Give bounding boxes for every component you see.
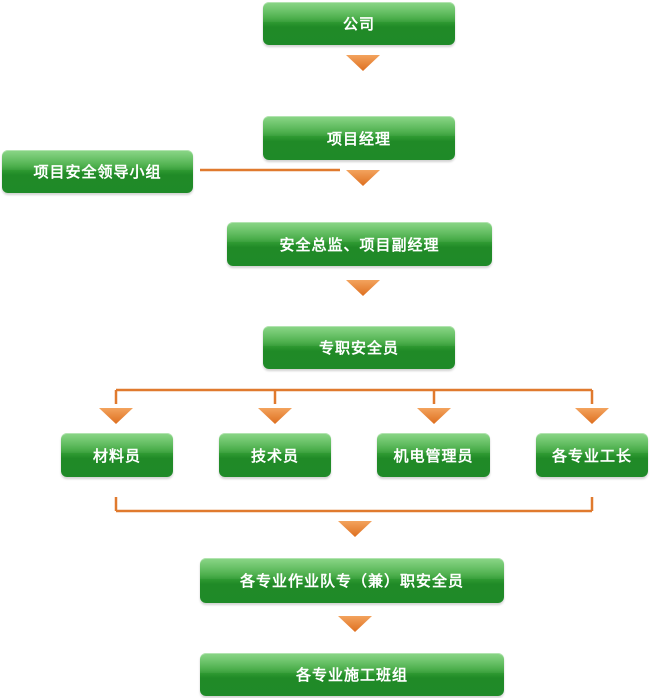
construction-teams-label: 各专业施工班组	[295, 666, 408, 684]
project-manager-label: 项目经理	[326, 129, 391, 148]
fulltime-safety-officer-node: 专职安全员	[263, 326, 455, 369]
technician-node: 技术员	[219, 433, 331, 477]
mech-elec-manager-node: 机电管理员	[377, 433, 490, 477]
trade-foremen-label: 各专业工长	[551, 446, 632, 465]
safety-director-node: 安全总监、项目副经理	[227, 222, 492, 266]
company-label: 公司	[342, 15, 375, 33]
trade-foremen-node: 各专业工长	[536, 433, 648, 477]
arrow-down-icon	[258, 408, 292, 424]
safety-leading-group-label: 项目安全领导小组	[33, 163, 162, 181]
arrow-down-icon	[417, 408, 451, 424]
arrow-down-icon	[346, 280, 380, 296]
branch-top-bracket	[114, 388, 594, 404]
fulltime-safety-officer-label: 专职安全员	[318, 339, 399, 357]
mech-elec-manager-label: 机电管理员	[393, 446, 474, 465]
arrow-down-icon	[338, 521, 372, 537]
technician-label: 技术员	[250, 446, 299, 465]
project-manager-node: 项目经理	[263, 116, 455, 160]
arrow-down-icon	[575, 408, 609, 424]
material-officer-node: 材料员	[61, 433, 173, 477]
arrow-down-icon	[346, 55, 380, 71]
arrow-down-icon	[99, 408, 133, 424]
team-safety-officers-node: 各专业作业队专（兼）职安全员	[200, 558, 504, 603]
safety-leading-group-node: 项目安全领导小组	[2, 150, 193, 193]
merge-bottom-bracket	[114, 497, 594, 513]
team-safety-officers-label: 各专业作业队专（兼）职安全员	[239, 572, 464, 590]
safety-director-label: 安全总监、项目副经理	[279, 235, 440, 254]
arrow-down-icon	[338, 616, 372, 632]
arrow-down-icon	[346, 170, 380, 186]
construction-teams-node: 各专业施工班组	[200, 653, 504, 696]
company-node: 公司	[263, 2, 455, 45]
material-officer-label: 材料员	[92, 446, 141, 465]
